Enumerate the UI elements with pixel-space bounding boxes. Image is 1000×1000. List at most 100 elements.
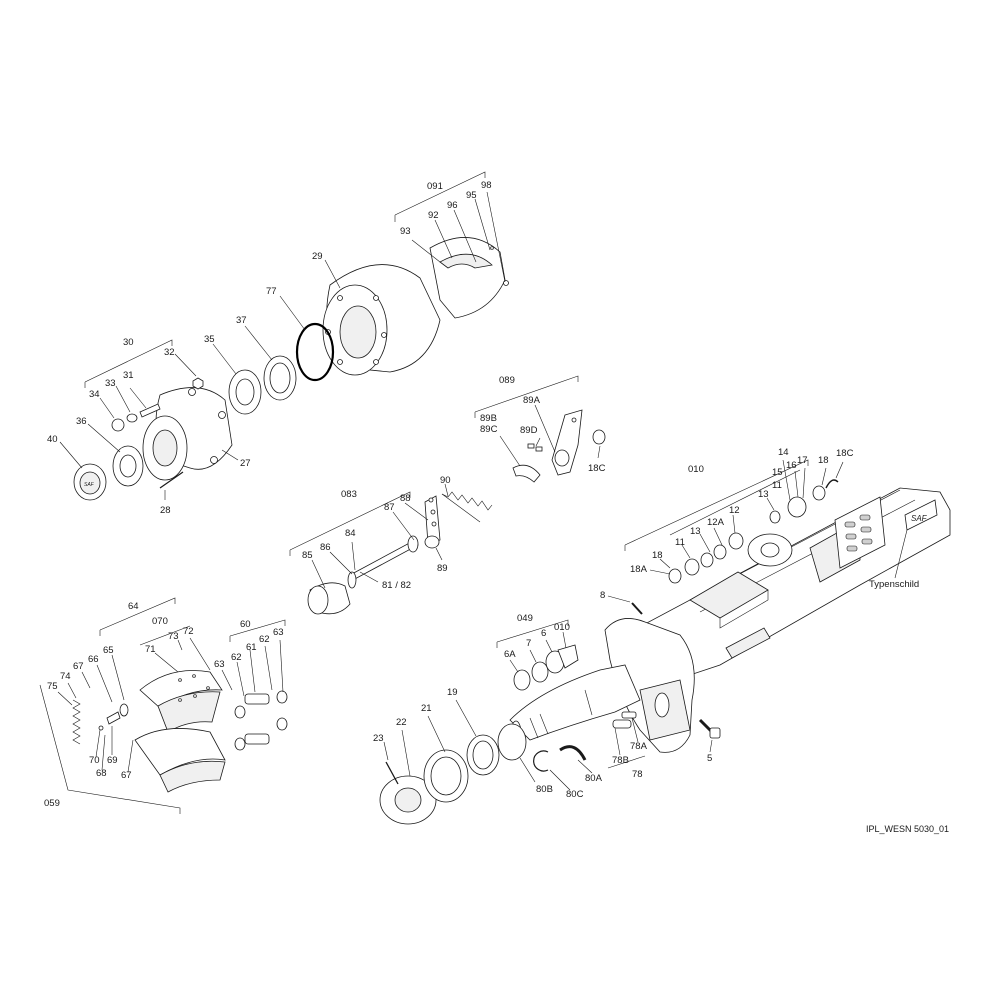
label-89C: 89C: [480, 424, 498, 435]
label-17: 17: [797, 455, 808, 466]
label-18-upper: 18: [818, 455, 829, 466]
label-87: 87: [384, 502, 395, 513]
label-71: 71: [145, 644, 156, 655]
label-77: 77: [266, 286, 277, 297]
label-89B: 89B: [480, 413, 497, 424]
shoe-springs: [72, 699, 129, 745]
label-95: 95: [466, 190, 477, 201]
label-69: 69: [107, 755, 118, 766]
label-089: 089: [499, 375, 515, 386]
label-40: 40: [47, 434, 58, 445]
label-30: 30: [123, 337, 134, 348]
label-6A: 6A: [504, 649, 516, 660]
label-81-82: 81 / 82: [382, 580, 411, 591]
label-049: 049: [517, 613, 533, 624]
label-86: 86: [320, 542, 331, 553]
drawing-id-caption: IPL_WESN 5030_01: [866, 824, 949, 834]
label-18C-steering: 18C: [836, 448, 854, 459]
circlip-80C: [533, 750, 549, 772]
label-33: 33: [105, 378, 116, 389]
label-8: 8: [600, 590, 605, 601]
label-74: 74: [60, 671, 71, 682]
bearing-37: [263, 355, 297, 401]
label-85: 85: [302, 550, 313, 561]
label-78B: 78B: [612, 755, 629, 766]
label-083: 083: [341, 489, 357, 500]
label-13-upper: 13: [758, 489, 769, 500]
label-010-seal: 010: [554, 622, 570, 633]
label-19: 19: [447, 687, 458, 698]
steering-seals-010: [668, 479, 839, 584]
label-93: 93: [400, 226, 411, 237]
label-96: 96: [447, 200, 458, 211]
label-80C: 80C: [566, 789, 584, 800]
camshaft: [307, 535, 419, 615]
steering-knuckle: [509, 618, 695, 753]
brake-shoe-lower: [134, 728, 226, 793]
label-37: 37: [236, 315, 247, 326]
label-90: 90: [440, 475, 451, 486]
label-80A: 80A: [585, 773, 603, 784]
label-65: 65: [103, 645, 114, 656]
slack-adjuster: [512, 409, 606, 483]
spindle-nut-22: [379, 775, 437, 825]
hub-cap-40: SAF: [73, 463, 107, 501]
label-7: 7: [526, 638, 531, 649]
sleeve-19: [466, 734, 500, 776]
dust-shield: [429, 237, 509, 319]
wheel-hub-27: [142, 387, 233, 481]
label-27: 27: [240, 458, 251, 469]
label-32: 32: [164, 347, 175, 358]
wheel-stud-31: [139, 403, 161, 418]
label-89A: 89A: [523, 395, 541, 406]
label-16: 16: [786, 460, 797, 471]
label-5: 5: [707, 753, 712, 764]
label-89: 89: [437, 563, 448, 574]
type-plate: SAF: [834, 496, 938, 579]
kingpin-78: [612, 711, 637, 729]
label-63-left: 63: [214, 659, 225, 670]
brake-anchor-plate: [747, 533, 793, 567]
shoe-rollers: [234, 690, 288, 751]
label-78A: 78A: [630, 741, 648, 752]
label-68: 68: [96, 768, 107, 779]
label-15: 15: [772, 467, 783, 478]
label-11-lower: 11: [675, 537, 685, 548]
hub-fasteners: [111, 377, 204, 432]
label-70: 70: [89, 755, 100, 766]
part-labels: 091 98 95 96 92 93 29 77 37 35 30 32 33 …: [44, 180, 919, 809]
saf-logo-beam: SAF: [911, 514, 928, 523]
seal-ring-77: [295, 322, 335, 382]
bolt-8: [631, 602, 643, 615]
label-60: 60: [240, 619, 251, 630]
label-75: 75: [47, 681, 58, 692]
label-98: 98: [481, 180, 492, 191]
pin-28: [159, 471, 184, 489]
label-13-lower: 13: [690, 526, 701, 537]
seals-049: [513, 644, 579, 691]
label-31: 31: [123, 370, 134, 381]
hose-80A: [559, 745, 587, 761]
cotter-pin-23: [385, 761, 399, 785]
label-010-steering: 010: [688, 464, 704, 475]
label-66: 66: [88, 654, 99, 665]
label-67-lower: 67: [121, 770, 132, 781]
leader-lines: [39, 171, 844, 814]
brake-lever-89: [424, 495, 441, 549]
label-80B: 80B: [536, 784, 553, 795]
label-14: 14: [778, 447, 789, 458]
bearing-36: [112, 445, 144, 487]
label-070: 070: [152, 616, 168, 627]
label-62-left: 62: [231, 652, 242, 663]
bolt-5: [698, 718, 721, 739]
label-28: 28: [160, 505, 171, 516]
label-64: 64: [128, 601, 139, 612]
label-36: 36: [76, 416, 87, 427]
label-89D: 89D: [520, 425, 538, 436]
label-34: 34: [89, 389, 100, 400]
label-18C-slack: 18C: [588, 463, 606, 474]
label-92: 92: [428, 210, 439, 221]
label-61: 61: [246, 642, 257, 653]
label-6: 6: [541, 628, 546, 639]
